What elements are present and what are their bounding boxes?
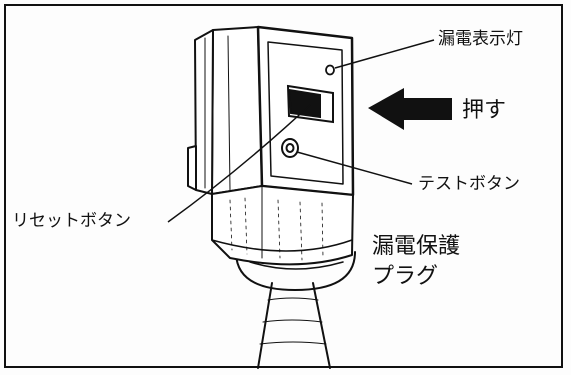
cord-strain-relief xyxy=(235,251,356,291)
reset-button xyxy=(286,84,334,124)
label-product-name: 漏電保護 プラグ xyxy=(372,232,502,292)
diagram-border xyxy=(4,4,563,368)
label-product-name-line2: プラグ xyxy=(372,264,439,289)
power-cord xyxy=(257,282,331,369)
label-push: 押す xyxy=(462,98,507,123)
leak-indicator-lamp xyxy=(325,64,335,76)
plug-base xyxy=(211,185,354,266)
label-product-name-line1: 漏電保護 xyxy=(372,234,461,259)
push-arrow-icon xyxy=(368,88,452,130)
label-test-button: テストボタン xyxy=(418,174,520,194)
leader-test-button xyxy=(296,151,413,185)
label-leak-indicator-lamp: 漏電表示灯 xyxy=(438,29,523,49)
leader-reset-button xyxy=(167,104,311,223)
label-reset-button: リセットボタン xyxy=(12,211,131,231)
test-button xyxy=(281,138,299,158)
leader-leak-lamp xyxy=(334,39,435,69)
